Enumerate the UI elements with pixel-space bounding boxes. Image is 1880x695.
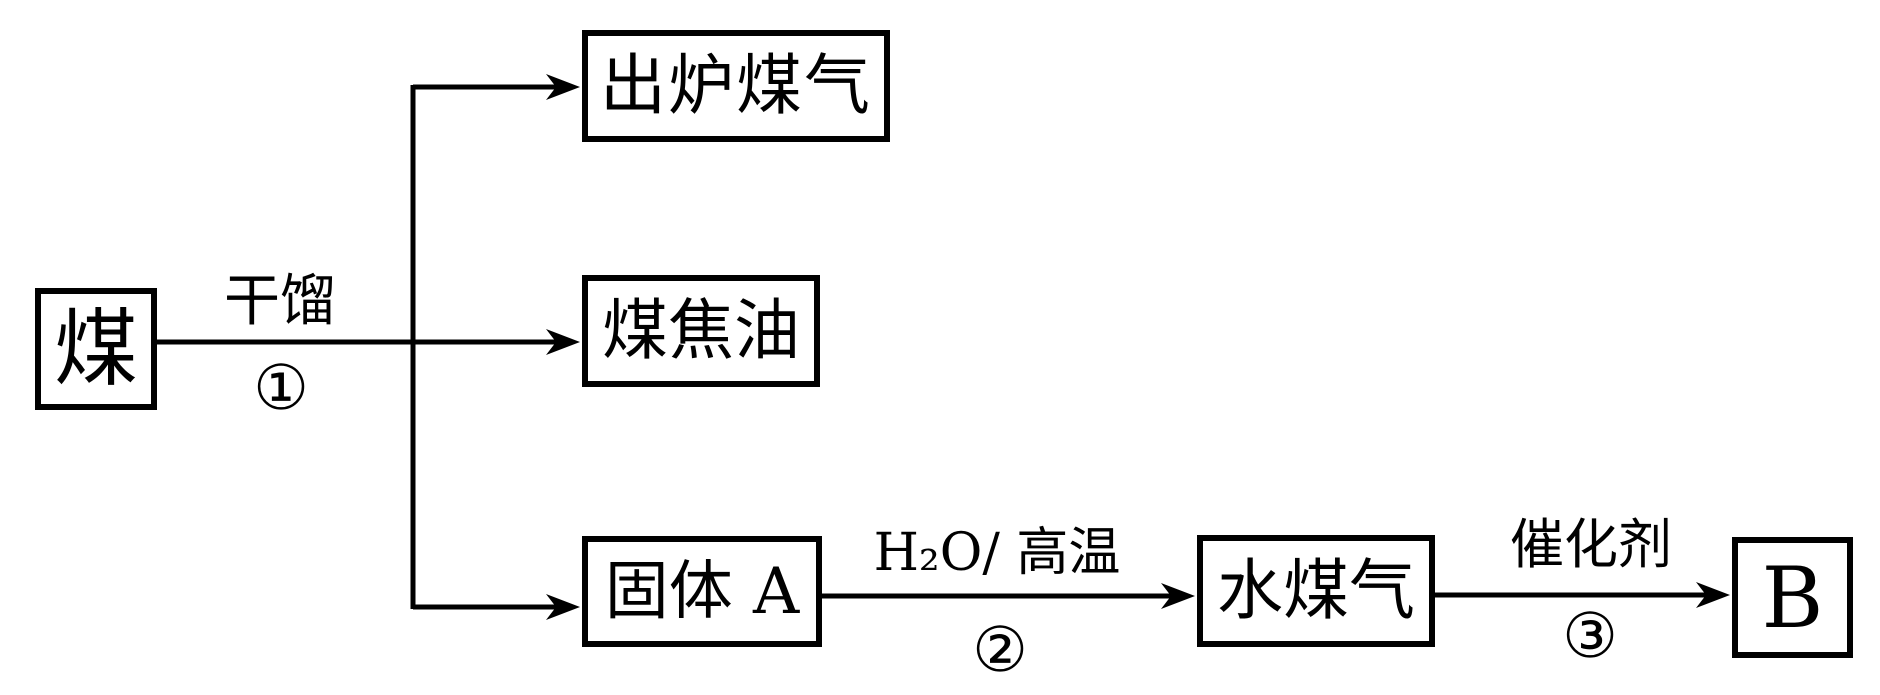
- node-coal-tar: 煤焦油: [582, 275, 820, 387]
- node-water-gas: 水煤气: [1197, 535, 1435, 647]
- node-coal: 煤: [35, 288, 157, 410]
- node-b: B: [1732, 537, 1853, 658]
- step-number-3: ③: [1562, 599, 1618, 672]
- label-dry-distillation: 干馏: [224, 269, 336, 334]
- step-number-1: ①: [253, 351, 309, 424]
- arrowhead-to-furnace-gas: [546, 74, 580, 100]
- step-number-2: ②: [972, 613, 1028, 686]
- label-steam-high-temp: H₂O/ 高温: [873, 523, 1121, 583]
- arrowhead-to-solid-a: [546, 594, 580, 620]
- label-catalyst: 催化剂: [1510, 513, 1672, 576]
- node-furnace-gas: 出炉煤气: [582, 30, 890, 142]
- node-solid-a: 固体 A: [582, 536, 822, 647]
- arrowhead-to-water-gas: [1161, 583, 1195, 609]
- arrowhead-to-b: [1696, 582, 1730, 608]
- arrowhead-to-coaltar: [546, 329, 580, 355]
